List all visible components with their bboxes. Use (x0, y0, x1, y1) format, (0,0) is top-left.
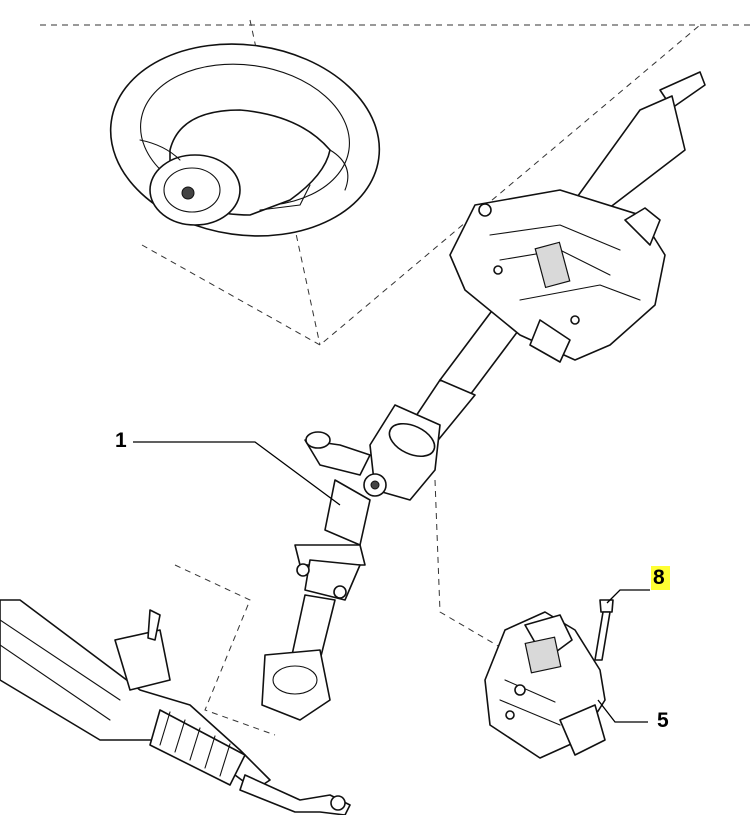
leader-line-5 (597, 699, 648, 723)
callout-1: 1 (115, 429, 127, 452)
bolt (594, 599, 614, 661)
callouts: 1 8 5 (115, 429, 670, 732)
leader-lines (133, 441, 650, 723)
callout-5: 5 (657, 709, 669, 732)
ignition-lock-module (484, 611, 606, 759)
intermediate-shaft (261, 473, 387, 721)
steering-wheel (109, 43, 381, 237)
callout-8: 8 (653, 566, 665, 589)
steering-column (304, 71, 706, 501)
steering-rack (0, 599, 351, 815)
callout-8-highlight (651, 566, 670, 590)
leader-line-1 (133, 441, 341, 506)
leader-line-8 (606, 589, 650, 604)
